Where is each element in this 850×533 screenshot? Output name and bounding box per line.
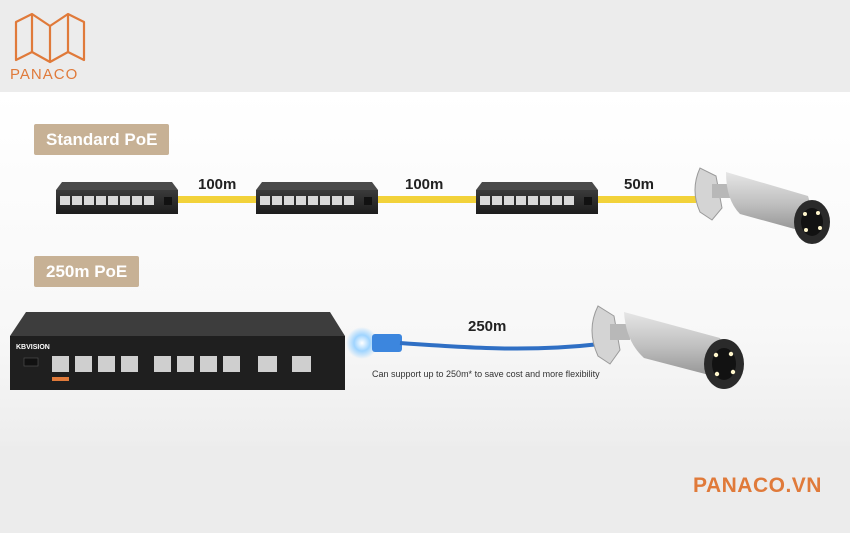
distance-label-1: 100m (198, 176, 237, 193)
logo-text: PANACO (10, 66, 79, 83)
book-logo-icon (14, 12, 86, 64)
bullet-camera-1 (694, 167, 830, 244)
poe-switch-1 (56, 182, 178, 214)
poe-switch-2 (256, 182, 378, 214)
poe-switch-3 (476, 182, 598, 214)
kbvision-poe-switch (10, 312, 345, 390)
header-band (0, 0, 850, 92)
distance-label-3: 50m (624, 176, 655, 193)
distance-label-long: 250m (468, 318, 507, 335)
standard-cable (176, 196, 696, 203)
footer-band (0, 446, 850, 533)
brand-url[interactable]: PANACO.VN (693, 474, 822, 497)
long-cable (346, 327, 601, 359)
switch-brand-label: KBVISION (16, 344, 50, 351)
support-note: Can support up to 250m* to save cost and… (372, 369, 600, 379)
long-poe-badge: 250m PoE (34, 256, 140, 287)
bullet-camera-2 (591, 305, 744, 389)
standard-poe-badge: Standard PoE (34, 124, 170, 155)
distance-label-2: 100m (405, 176, 444, 193)
